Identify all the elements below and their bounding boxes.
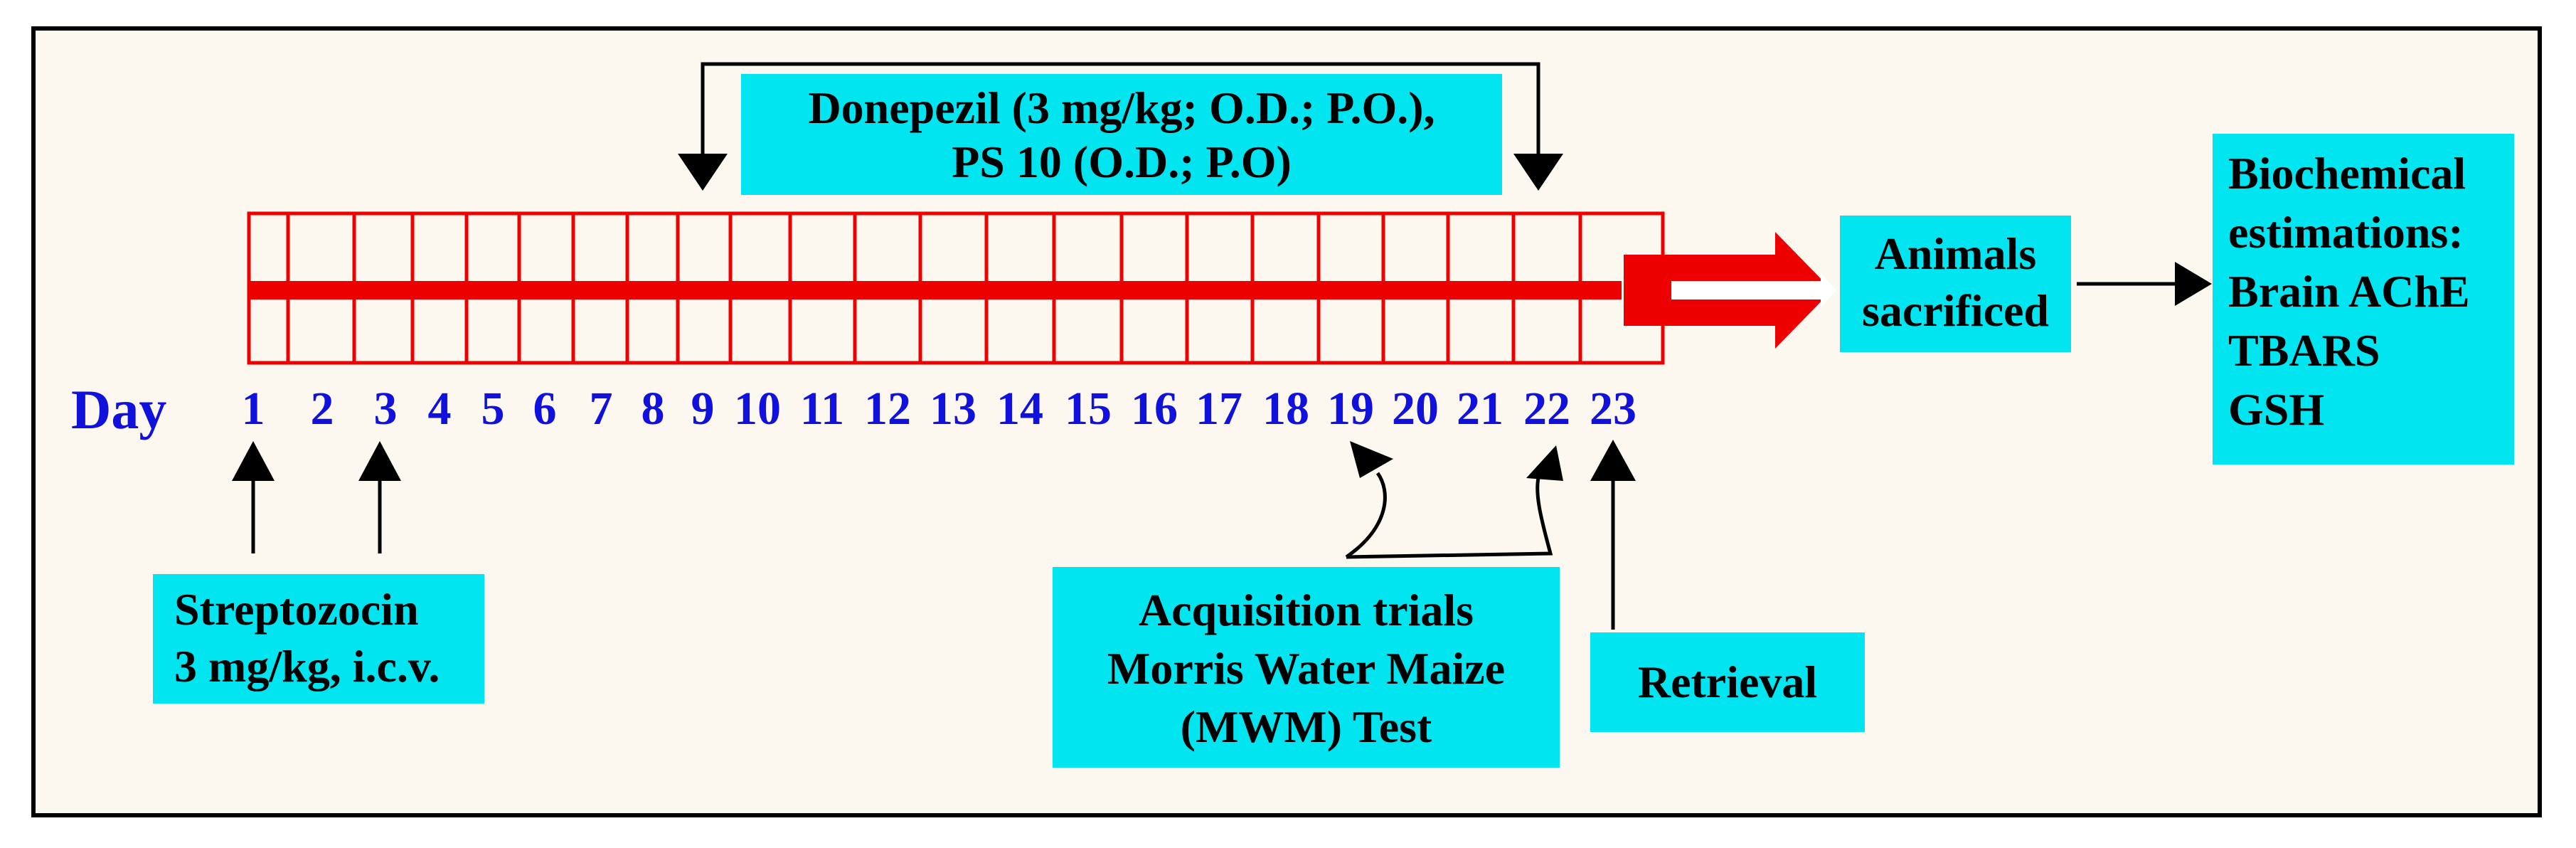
day-15-label: 15 (1065, 383, 1112, 435)
arrow-down-day-22 (1513, 154, 1563, 191)
day-18-label: 18 (1262, 383, 1309, 435)
timeline-bar (249, 281, 1622, 300)
donepezil-line-1: Donepezil (3 mg/kg; O.D.; P.O.), (808, 83, 1435, 133)
day-11-label: 11 (799, 383, 845, 435)
day-9-label: 9 (691, 383, 715, 435)
day-2-label: 2 (310, 383, 334, 435)
biochem-line-3: Brain AChE (2228, 266, 2470, 317)
strepto-line-2: 3 mg/kg, i.c.v. (174, 641, 440, 691)
day-7-label: 7 (589, 383, 613, 435)
day-22-label: 22 (1523, 383, 1570, 435)
day-4-label: 4 (427, 383, 452, 435)
arrow-to-biochemical-head (2175, 262, 2212, 306)
day-1-label: 1 (241, 383, 265, 435)
day-10-label: 10 (734, 383, 781, 435)
day-12-label: 12 (864, 383, 911, 435)
biochem-line-2: estimations: (2228, 207, 2464, 258)
day-13-label: 13 (930, 383, 976, 435)
strepto-line-1: Streptozocin (174, 584, 419, 635)
donepezil-treatment-box: Donepezil (3 mg/kg; O.D.; P.O.), PS 10 (… (741, 74, 1502, 195)
day-8-label: 8 (641, 383, 665, 435)
acq-line-1: Acquisition trials (1138, 585, 1474, 635)
animals-line-1: Animals (1874, 228, 2037, 279)
arrow-up-day-3 (358, 441, 401, 481)
acq-line-2: Morris Water Maize (1107, 643, 1506, 694)
day-5-label: 5 (481, 383, 505, 435)
biochem-line-5: GSH (2228, 384, 2325, 435)
biochem-line-4: TBARS (2228, 325, 2380, 376)
day-17-label: 17 (1196, 383, 1242, 435)
day-23-label: 23 (1590, 383, 1636, 435)
biochemical-estimations-box: Biochemical estimations: Brain AChE TBAR… (2213, 134, 2514, 465)
timeline-arrow-inner (1671, 273, 1836, 307)
animals-sacrificed-box: Animals sacrificed (1840, 216, 2071, 352)
arrow-up-day-22-curve (1526, 445, 1563, 481)
day-3-label: 3 (373, 383, 398, 435)
retrieval-box: Retrieval (1590, 632, 1865, 732)
acquisition-trials-box: Acquisition trials Morris Water Maize (M… (1053, 567, 1560, 768)
day-19-label: 19 (1327, 383, 1374, 435)
arrow-down-day-9 (678, 154, 728, 191)
day-axis-label: Day (71, 378, 167, 440)
day-14-label: 14 (996, 383, 1043, 435)
retrieval-label: Retrieval (1637, 657, 1818, 707)
streptozocin-box: Streptozocin 3 mg/kg, i.c.v. (153, 574, 484, 704)
arrow-up-day-23 (1590, 440, 1636, 481)
biochem-line-1: Biochemical (2228, 148, 2466, 198)
animals-line-2: sacrificed (1862, 285, 2049, 336)
acq-line-3: (MWM) Test (1180, 701, 1432, 752)
day-6-label: 6 (533, 383, 557, 435)
donepezil-line-2: PS 10 (O.D.; P.O) (952, 137, 1292, 187)
day-21-label: 21 (1457, 383, 1503, 435)
donepezil-bracket-line (701, 62, 1540, 165)
acquisition-curve (1345, 472, 1553, 559)
day-16-label: 16 (1131, 383, 1178, 435)
arrow-up-day-19 (1350, 441, 1393, 478)
arrow-up-day-1 (232, 441, 275, 481)
day-20-label: 20 (1392, 383, 1439, 435)
